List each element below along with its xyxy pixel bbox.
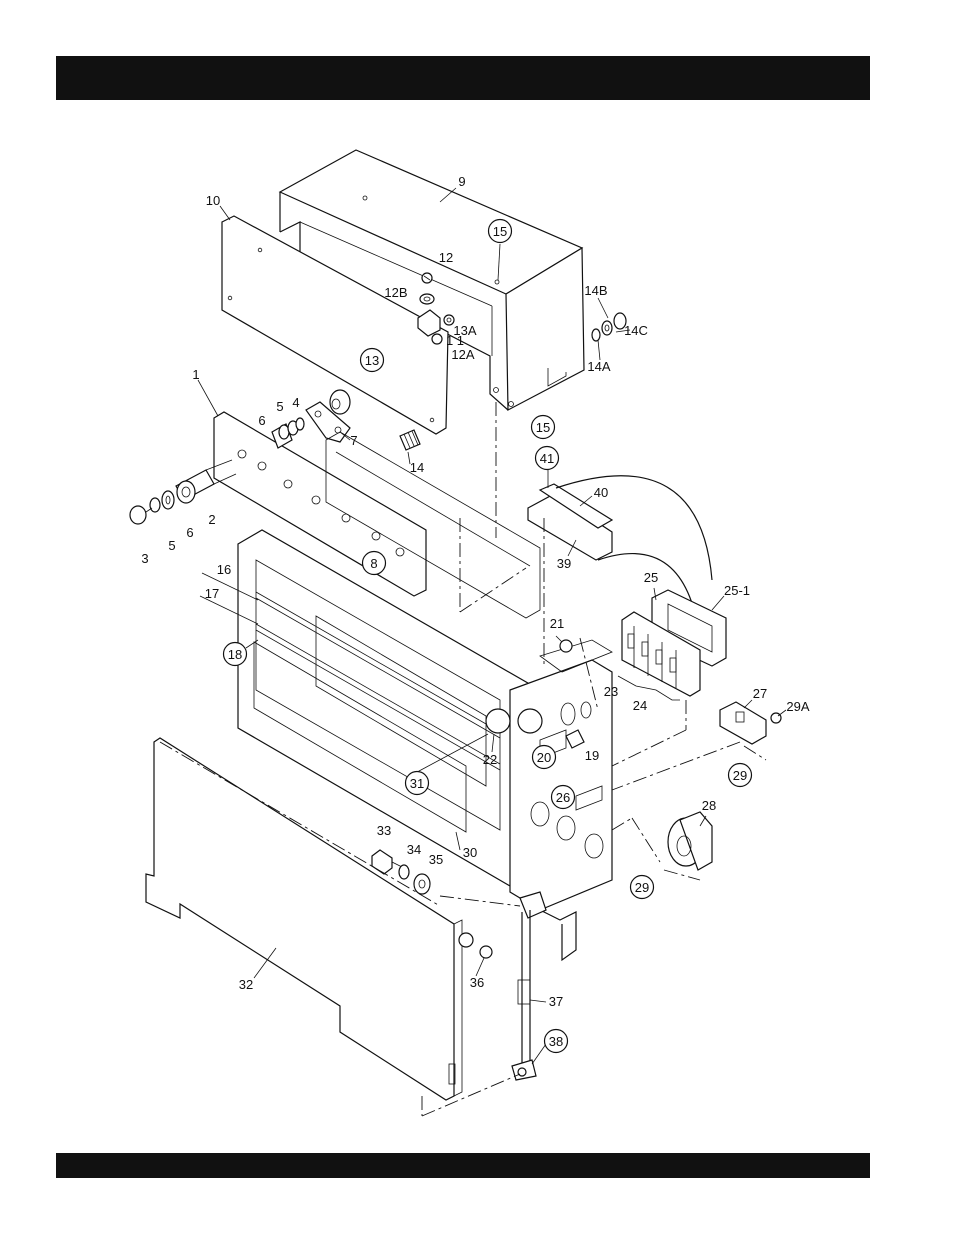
callout-label-c20: 20 xyxy=(537,750,551,765)
callout-label-c1: 1 xyxy=(192,367,199,382)
callout-label-c9: 9 xyxy=(458,174,465,189)
callout-label-c22: 22 xyxy=(483,752,497,767)
callout-label-c24: 24 xyxy=(633,698,647,713)
callout-label-c3: 3 xyxy=(141,551,148,566)
callout-label-c5a: 5 xyxy=(276,399,283,414)
callout-label-c11: 1 1 xyxy=(446,333,464,348)
callout-label-c37: 37 xyxy=(549,994,563,1009)
callout-label-c4: 4 xyxy=(292,395,299,410)
callout-label-c14c: 14C xyxy=(624,323,648,338)
callout-label-c29c: 29 xyxy=(635,880,649,895)
callout-label-c14a: 14A xyxy=(587,359,610,374)
callout-label-c26: 26 xyxy=(556,790,570,805)
callout-label-c15b: 15 xyxy=(536,420,550,435)
callout-label-c28: 28 xyxy=(702,798,716,813)
callout-label-c12: 12 xyxy=(439,250,453,265)
callout-label-c34: 34 xyxy=(407,842,421,857)
callout-label-c18: 18 xyxy=(228,647,242,662)
callout-label-c29a: 29A xyxy=(786,699,809,714)
callout-label-c38: 38 xyxy=(549,1034,563,1049)
callout-label-c40: 40 xyxy=(594,485,608,500)
callout-label-c7: 7 xyxy=(350,433,357,448)
callout-label-c2: 2 xyxy=(208,512,215,527)
twist-lock-receptacle xyxy=(668,812,712,870)
callout-label-c10: 10 xyxy=(206,193,220,208)
callout-label-c16: 16 xyxy=(217,562,231,577)
callout-label-c25: 25 xyxy=(644,570,658,585)
callout-label-c32: 32 xyxy=(239,977,253,992)
callout-label-c12b: 12B xyxy=(384,285,407,300)
callout-label-c30: 30 xyxy=(463,845,477,860)
side-instrument-panel xyxy=(510,660,612,910)
callout-label-c29b: 29 xyxy=(733,768,747,783)
callout-label-c17: 17 xyxy=(205,586,219,601)
callout-label-c39: 39 xyxy=(557,556,571,571)
callout-label-c6b: 6 xyxy=(186,525,193,540)
callout-label-c14b: 14B xyxy=(584,283,607,298)
callout-label-c13: 13 xyxy=(365,353,379,368)
callout-label-c251: 25-1 xyxy=(724,583,750,598)
callout-label-c35: 35 xyxy=(429,852,443,867)
callout-label-c21: 21 xyxy=(550,616,564,631)
callout-label-c31: 31 xyxy=(410,776,424,791)
receptacle-set xyxy=(720,702,781,744)
callout-label-c6a: 6 xyxy=(258,413,265,428)
callout-label-c19: 19 xyxy=(585,748,599,763)
callout-label-c12a: 12A xyxy=(451,347,474,362)
callout-label-c23: 23 xyxy=(604,684,618,699)
callout-label-c8: 8 xyxy=(370,556,377,571)
callout-label-c36: 36 xyxy=(470,975,484,990)
callout-label-c33: 33 xyxy=(377,823,391,838)
callout-label-c15a: 15 xyxy=(493,224,507,239)
callout-label-c27: 27 xyxy=(753,686,767,701)
callout-label-c14: 14 xyxy=(410,460,424,475)
callout-label-c41: 41 xyxy=(540,451,554,466)
callout-label-c5b: 5 xyxy=(168,538,175,553)
